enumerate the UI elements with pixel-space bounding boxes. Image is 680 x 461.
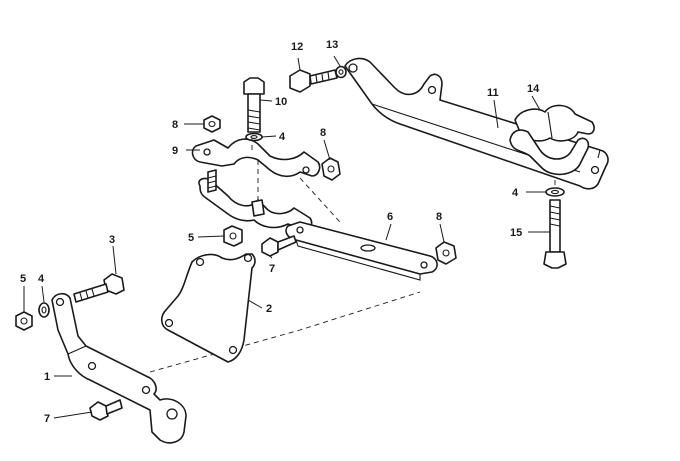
part-7-bolt-lower — [89, 399, 123, 421]
callout-13: 13 — [326, 39, 338, 51]
part-12-bolt — [289, 69, 338, 93]
callout-8-upper: 8 — [172, 119, 178, 131]
callout-6: 6 — [387, 211, 393, 223]
part-1-bracket — [51, 292, 187, 444]
callout-9: 9 — [172, 145, 178, 157]
part-4-washer-left — [38, 302, 50, 318]
callout-10: 10 — [275, 96, 287, 108]
part-5-nut-left — [15, 311, 33, 331]
callout-1: 1 — [44, 371, 50, 383]
callout-12: 12 — [291, 41, 303, 53]
part-8-nut-mid — [321, 157, 341, 181]
part-4-washer-upper — [245, 132, 263, 142]
part-10-bolt — [243, 77, 265, 133]
part-8-nut-right — [435, 241, 457, 265]
callout-4-upper: 4 — [279, 131, 286, 143]
callout-2: 2 — [266, 303, 272, 315]
part-13-washer — [335, 65, 347, 79]
callout-5-left: 5 — [20, 273, 26, 285]
callout-4-left: 4 — [38, 273, 45, 285]
part-2-plate — [160, 253, 256, 363]
part-5-nut-mid — [223, 225, 243, 247]
callout-15: 15 — [510, 227, 522, 239]
leader-lines — [23, 55, 550, 419]
part-8-nut-upper — [203, 115, 221, 133]
callout-labels: 12 13 10 8 4 9 8 11 14 4 15 6 8 5 7 3 5 … — [20, 39, 540, 425]
part-7-bolt-mid — [261, 235, 297, 257]
part-4-washer-right — [545, 187, 565, 197]
callout-3: 3 — [109, 234, 115, 246]
part-15-bolt — [543, 199, 567, 269]
part-3-bolt — [73, 273, 125, 303]
callout-4-right: 4 — [512, 187, 519, 199]
callout-8-right: 8 — [436, 211, 442, 223]
callout-7-mid: 7 — [269, 263, 275, 275]
part-9-upper-clamp — [191, 138, 321, 178]
part-6-flat-bar — [285, 221, 438, 281]
callout-14: 14 — [527, 83, 540, 95]
callout-5-mid: 5 — [188, 232, 194, 244]
lower-clamp — [198, 169, 313, 231]
callout-11: 11 — [487, 87, 499, 99]
callout-7-lower: 7 — [44, 413, 50, 425]
part-14-clamp — [509, 104, 595, 176]
callout-8-mid: 8 — [320, 127, 326, 139]
